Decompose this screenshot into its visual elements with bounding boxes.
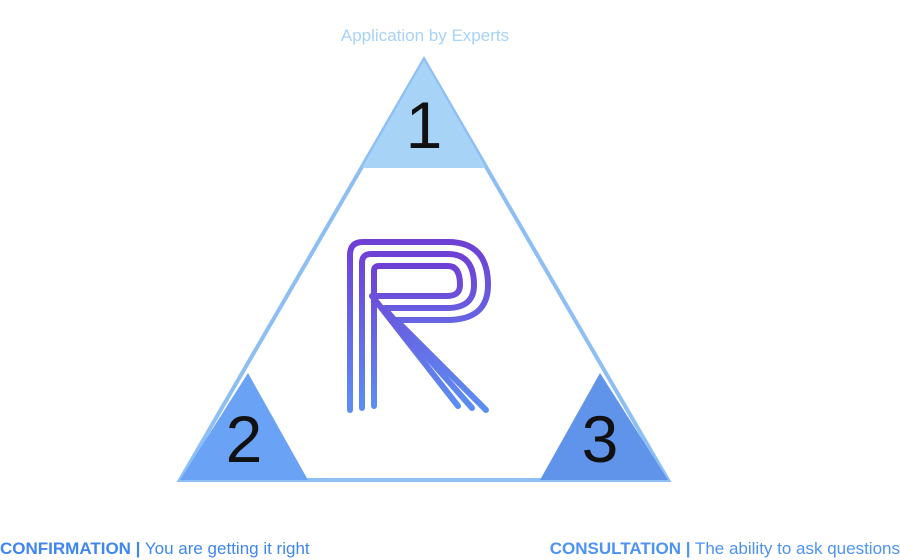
consultation-title: CONSULTATION | — [549, 539, 691, 558]
confirmation-title: CONFIRMATION | — [0, 539, 141, 558]
consultation-caption: CONSULTATION | The ability to ask questi… — [550, 539, 900, 559]
corner-number-3: 3 — [582, 402, 619, 476]
top-caption: Application by Experts — [340, 26, 510, 45]
corner-number-1: 1 — [406, 88, 443, 162]
consultation-text: The ability to ask questions — [690, 539, 900, 558]
corner-number-2: 2 — [226, 402, 263, 476]
confirmation-caption: CONFIRMATION | You are getting it right — [0, 539, 310, 559]
main-triangle — [176, 56, 672, 482]
r-logo — [347, 239, 491, 413]
top-corner-triangle — [362, 60, 486, 168]
confirmation-text: You are getting it right — [140, 539, 310, 558]
left-corner-triangle — [180, 373, 308, 480]
right-corner-triangle — [540, 373, 668, 480]
